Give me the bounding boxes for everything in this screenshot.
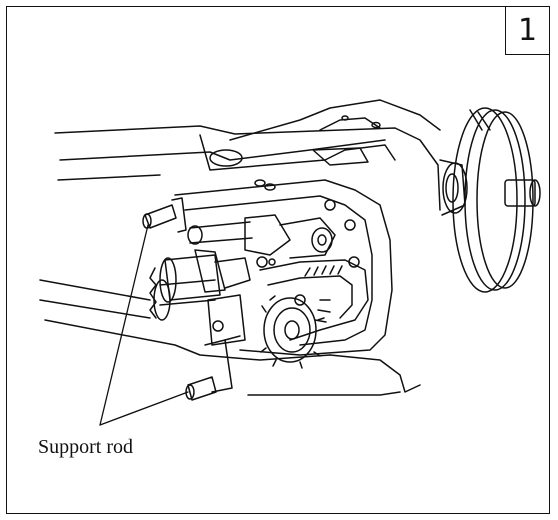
timing-belt: [259, 259, 369, 369]
support-rod-label: Support rod: [38, 436, 133, 458]
figure-number: 1: [517, 13, 538, 48]
figure-number-box: 1: [505, 7, 549, 55]
support-rod-leader-lines: [99, 224, 189, 426]
support-rod-upper: [142, 197, 187, 233]
support-rod-lower: [185, 335, 241, 401]
hook-gear-assembly: [149, 254, 246, 346]
diagram-frame: 1: [6, 6, 550, 514]
face-plate: [174, 115, 396, 356]
upper-shaft-mechanism: [187, 214, 336, 293]
handwheel: [439, 107, 541, 293]
